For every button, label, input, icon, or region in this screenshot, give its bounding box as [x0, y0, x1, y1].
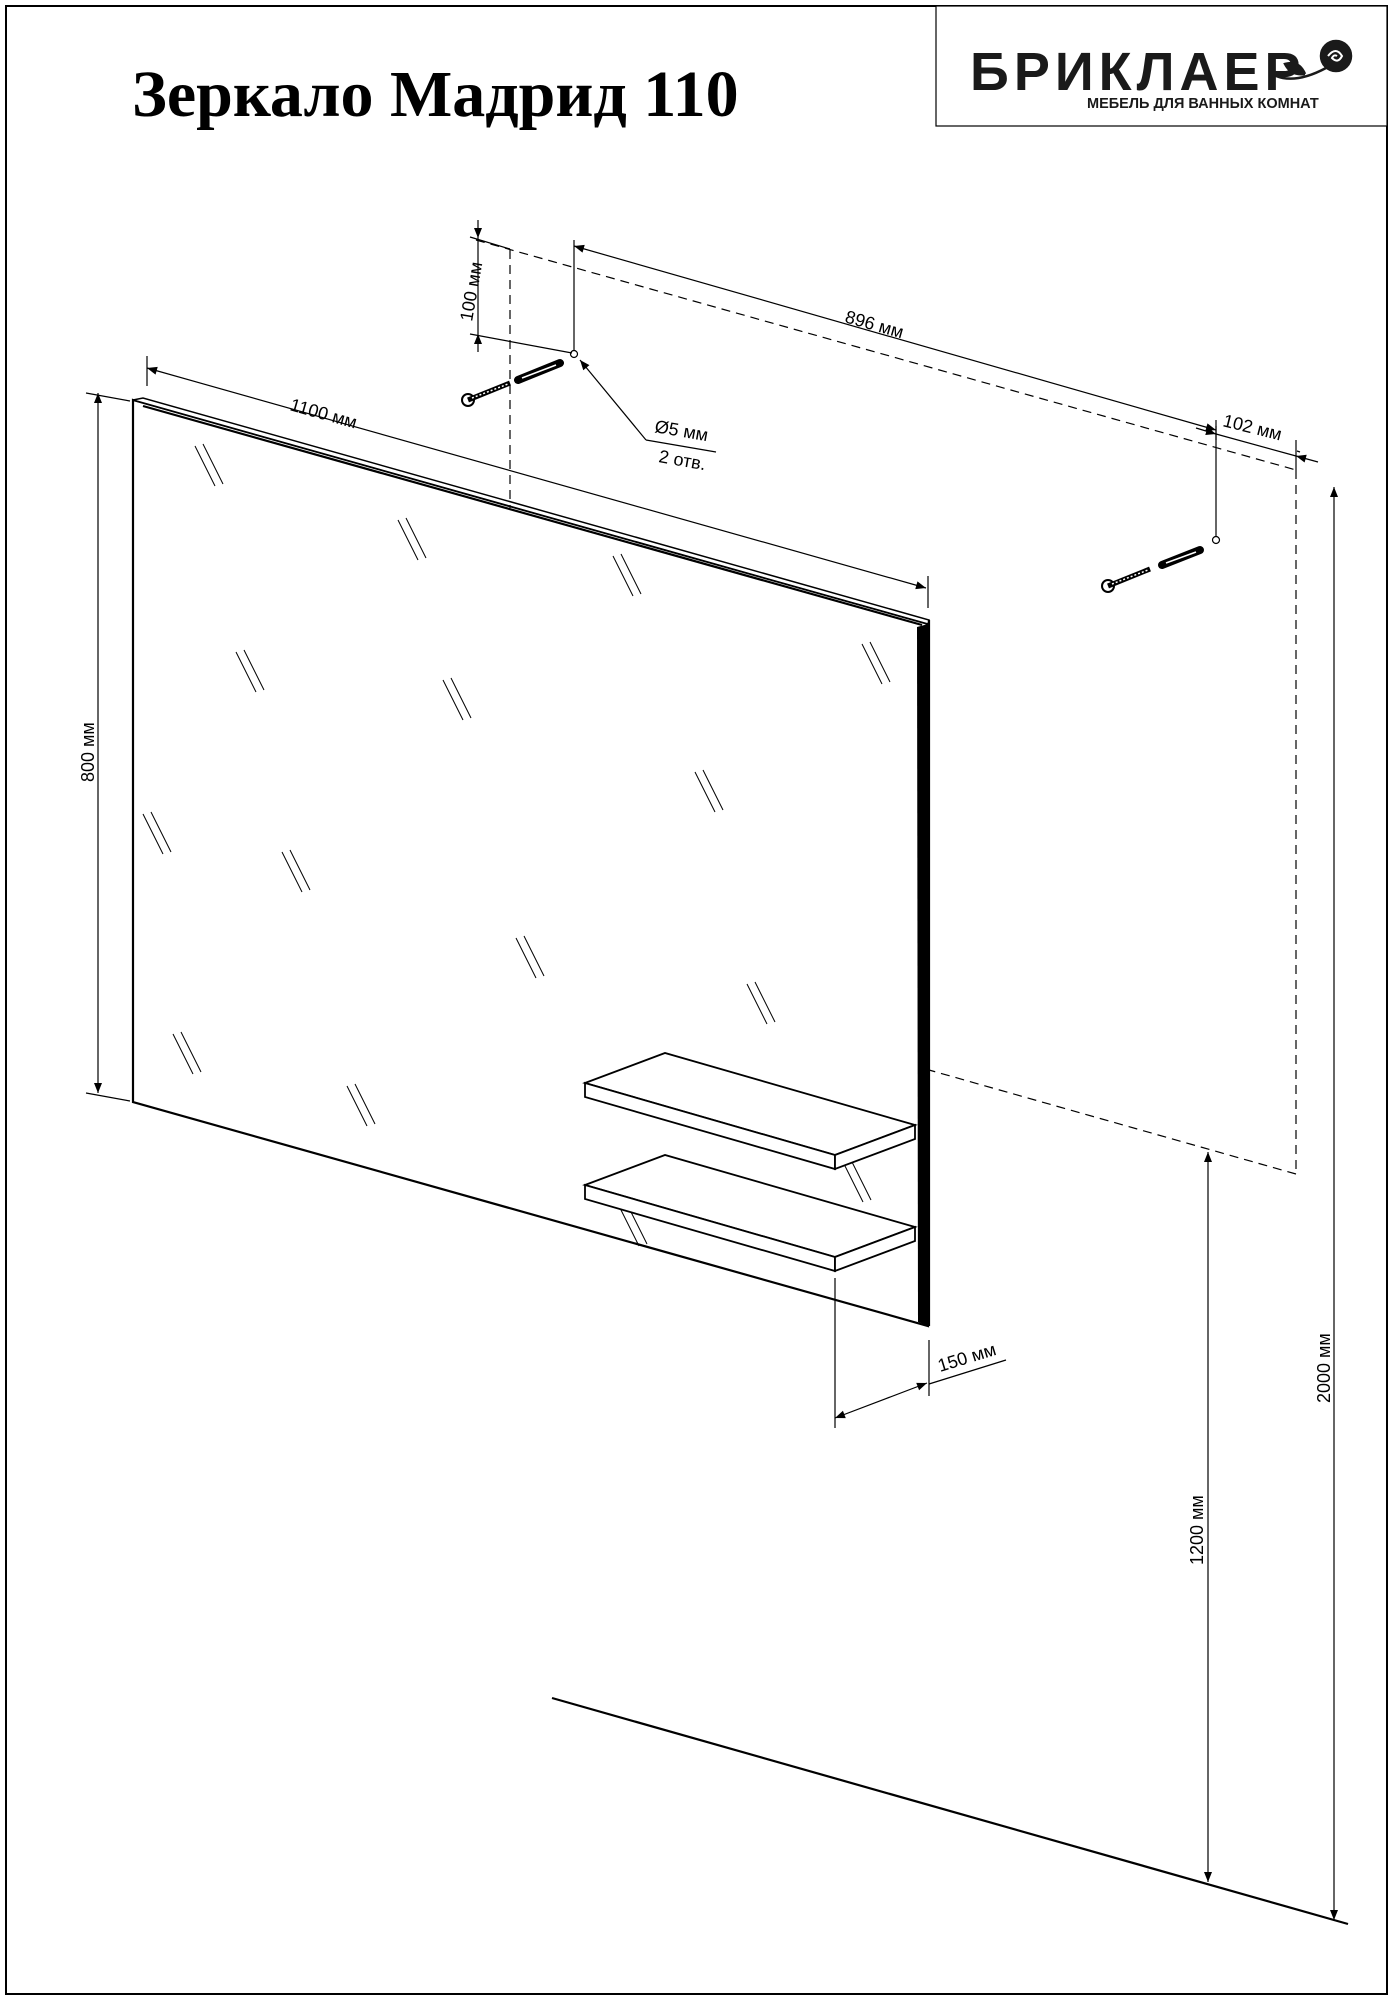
hole-from-edge-label: 102 мм: [1221, 410, 1284, 444]
brand-tagline: МЕБЕЛЬ ДЛЯ ВАННЫХ КОМНАТ: [1087, 96, 1319, 112]
hole-count-label: 2 отв.: [657, 446, 707, 474]
screw-set-left: [461, 359, 564, 407]
lower-shelf: [582, 1154, 918, 1273]
right-hole: [1211, 535, 1221, 545]
hole-diameter-label: Ø5 мм: [653, 416, 709, 445]
hole-diameter-callout: Ø5 мм 2 отв.: [579, 359, 717, 474]
mount-height-label: 1200 мм: [1187, 1495, 1207, 1565]
brand-name: БРИКЛАЕР: [970, 42, 1306, 102]
upper-shelf: [582, 1052, 918, 1171]
left-hole: [569, 349, 579, 359]
height-label: 800 мм: [78, 722, 98, 782]
page-border: [5, 5, 1388, 1995]
screw-set-right: [1101, 546, 1204, 593]
mount-height-dimension: 1200 мм: [1187, 1152, 1212, 1882]
total-height-label: 2000 мм: [1314, 1333, 1334, 1403]
total-height-dimension: 2000 мм: [1314, 487, 1338, 1920]
dowel-icon: [514, 359, 564, 384]
brand-logo: БРИКЛАЕР МЕБЕЛЬ ДЛЯ ВАННЫХ КОМНАТ: [935, 5, 1388, 127]
rose-icon: [1275, 39, 1353, 80]
floor-line: [551, 1696, 1349, 1926]
hole-from-top-label: 100 мм: [456, 260, 486, 322]
width-label: 1100 мм: [288, 395, 359, 433]
shelf-depth-label: 150 мм: [935, 1339, 998, 1376]
mirror-panel: [131, 397, 931, 1328]
screw-icon: [461, 380, 511, 407]
hole-from-top-dimension: 100 мм: [456, 220, 573, 354]
height-dimension: 800 мм: [78, 392, 131, 1102]
hole-from-edge-dimension: 102 мм: [1195, 410, 1319, 470]
drawing-title: Зеркало Мадрид 110: [132, 58, 739, 131]
hole-spacing-dimension: 896 мм: [573, 240, 1217, 536]
hole-spacing-label: 896 мм: [843, 307, 906, 343]
screw-icon: [1101, 566, 1151, 593]
dowel-icon: [1158, 546, 1204, 569]
